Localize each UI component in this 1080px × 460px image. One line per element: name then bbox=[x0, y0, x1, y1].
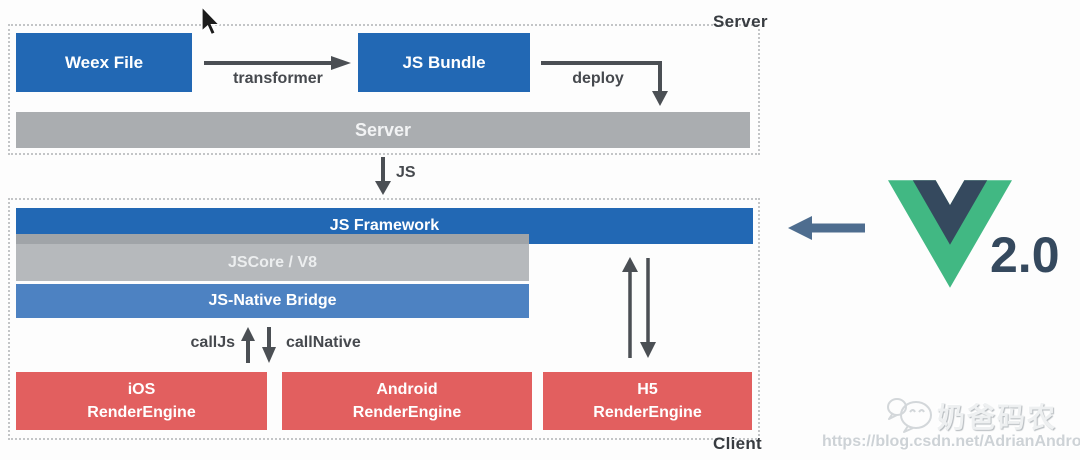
h5-engine-line2: RenderEngine bbox=[593, 404, 702, 421]
jscore-v8-bar: JSCore / V8 bbox=[16, 234, 529, 281]
calljs-label: callJs bbox=[190, 334, 235, 351]
js-framework-label: JS Framework bbox=[329, 217, 440, 234]
watermark-url: https://blog.csdn.net/AdrianAndroid bbox=[822, 433, 1080, 450]
js-down-arrow-icon bbox=[375, 157, 391, 195]
js-bundle-box: JS Bundle bbox=[358, 33, 530, 92]
transformer-arrow-icon bbox=[204, 56, 351, 70]
android-engine-line2: RenderEngine bbox=[352, 404, 462, 421]
ios-render-engine-box: iOS RenderEngine bbox=[16, 372, 267, 430]
transformer-label: transformer bbox=[233, 70, 323, 87]
wechat-icon bbox=[887, 398, 932, 433]
ios-engine-line1: iOS bbox=[127, 380, 156, 398]
h5-engine-line1: H5 bbox=[637, 380, 658, 398]
ios-engine-line2: RenderEngine bbox=[87, 404, 196, 421]
server-bar-label: Server bbox=[354, 119, 412, 140]
server-bar: Server bbox=[16, 112, 750, 148]
deploy-label: deploy bbox=[572, 70, 624, 87]
vue-logo bbox=[888, 180, 1012, 288]
js-native-bridge-bar: JS-Native Bridge bbox=[16, 284, 529, 318]
vue-left-arrow-icon bbox=[788, 216, 865, 240]
server-section-box bbox=[8, 24, 760, 155]
weex-file-box: Weex File bbox=[16, 33, 192, 92]
js-native-bridge-label: JS-Native Bridge bbox=[208, 292, 337, 309]
deploy-arrow-icon bbox=[541, 61, 668, 106]
jscore-v8-label: JSCore / V8 bbox=[228, 253, 317, 271]
js-flow-label: JS bbox=[396, 164, 416, 181]
calljs-up-arrow-icon bbox=[241, 327, 255, 363]
android-render-engine-box: Android RenderEngine bbox=[282, 372, 532, 430]
vue-version-label: 2.0 bbox=[990, 227, 1060, 283]
server-section-label: Server bbox=[713, 12, 768, 31]
watermark-name: 奶爸码农 bbox=[937, 402, 1058, 433]
callnative-label: callNative bbox=[286, 334, 361, 351]
callnative-down-arrow-icon bbox=[262, 327, 276, 363]
mouse-cursor-icon bbox=[201, 6, 221, 36]
client-section-label: Client bbox=[713, 434, 763, 453]
js-bundle-label: JS Bundle bbox=[402, 52, 486, 72]
h5-bidirectional-arrows-icon bbox=[622, 257, 656, 358]
h5-render-engine-box: H5 RenderEngine bbox=[543, 372, 752, 430]
client-section-box bbox=[8, 198, 760, 440]
android-engine-line1: Android bbox=[376, 380, 438, 398]
weex-file-label: Weex File bbox=[64, 52, 144, 72]
